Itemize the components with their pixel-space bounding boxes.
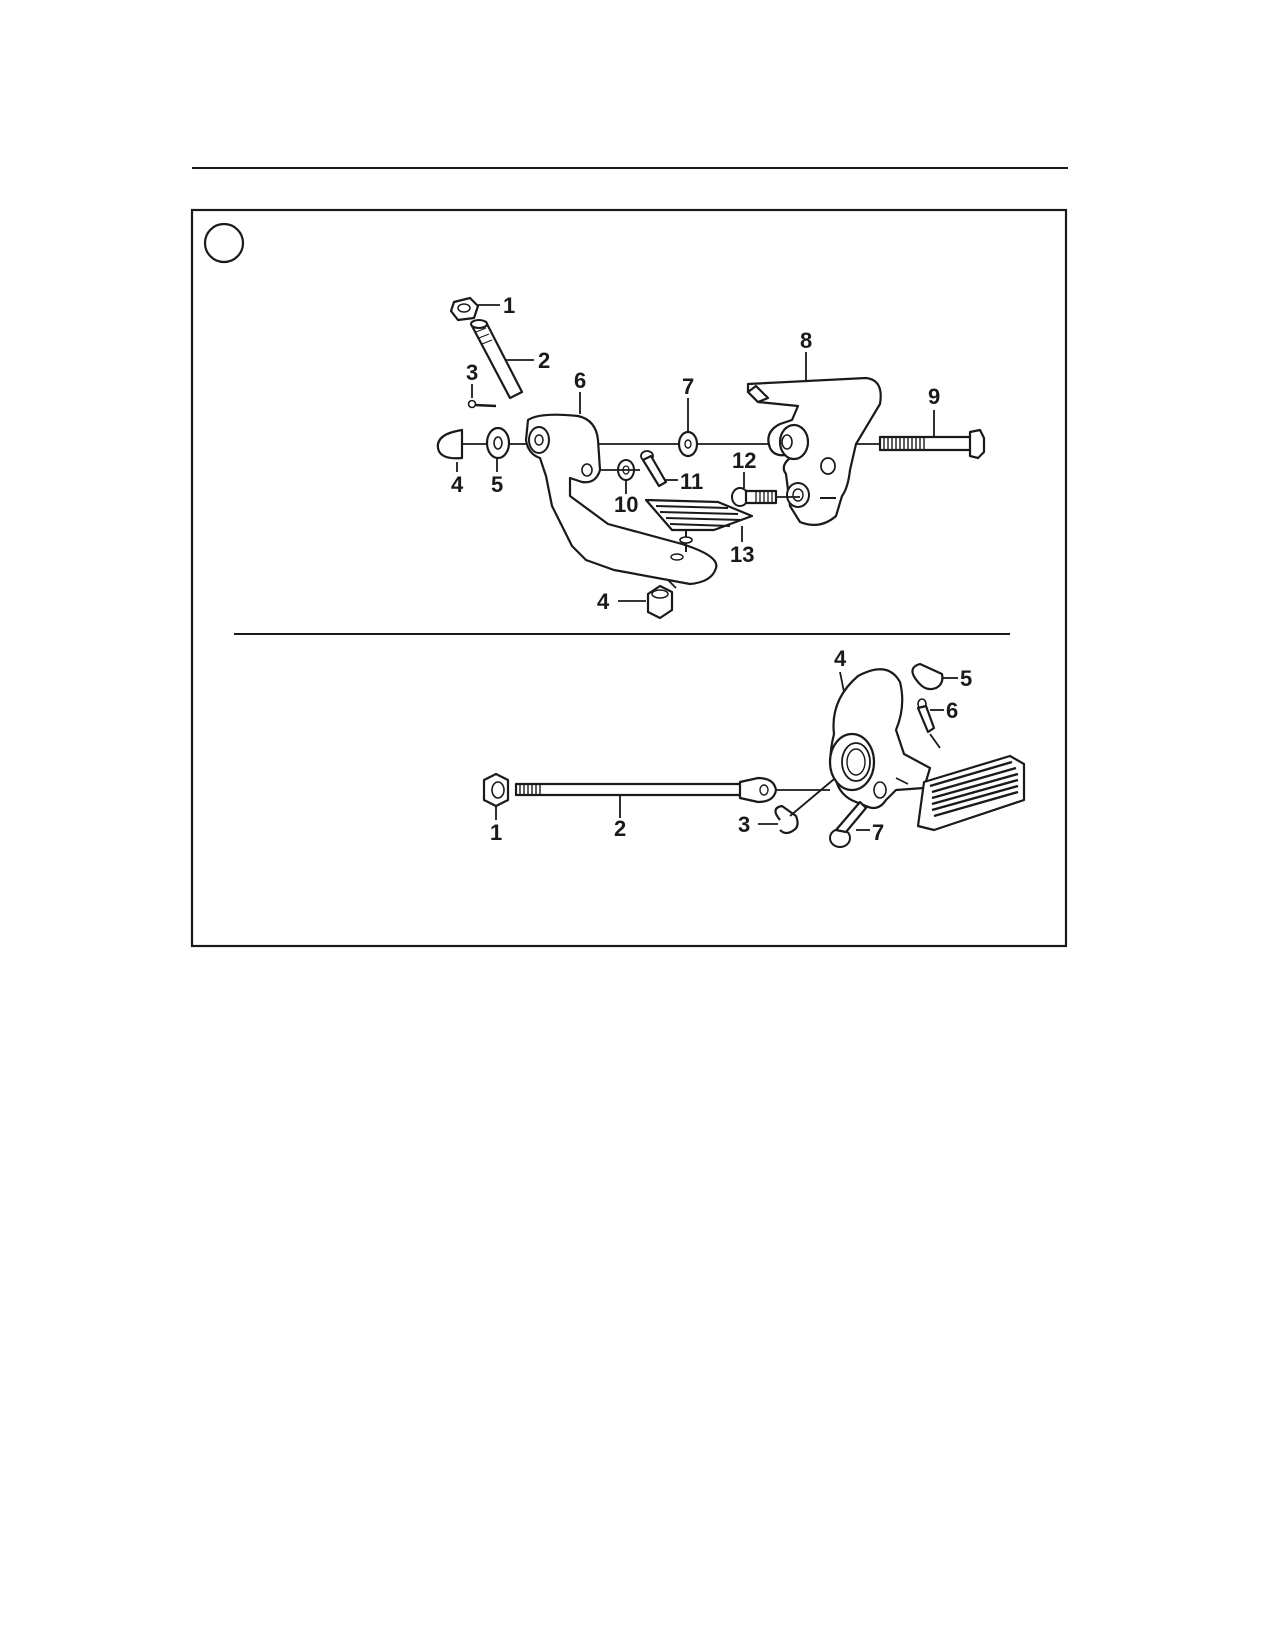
callout-upper-2: 2	[538, 348, 550, 373]
callout-lower-5: 5	[960, 666, 972, 691]
callout-lower-6: 6	[946, 698, 958, 723]
upper-part-4-nut	[646, 584, 674, 620]
lower-part-2-rod	[514, 776, 778, 804]
leader-upper-4-nut-axis	[667, 579, 677, 589]
lower-assembly: 1 2 3 4 5 6 7	[482, 646, 1026, 848]
callout-upper-13: 13	[730, 542, 754, 567]
upper-part-7-bushing	[677, 430, 699, 458]
callout-lower-7: 7	[872, 820, 884, 845]
lower-part-5-clip	[911, 662, 944, 691]
callout-lower-4: 4	[834, 646, 847, 671]
figure-frame	[190, 208, 1068, 948]
upper-part-9-bolt	[878, 428, 986, 460]
callout-lower-2: 2	[614, 816, 626, 841]
upper-part-12-bolt	[731, 487, 778, 507]
callout-upper-12: 12	[732, 448, 756, 473]
callout-upper-5: 5	[491, 472, 503, 497]
upper-part-1-nut	[449, 296, 480, 322]
figure-badge	[203, 222, 245, 264]
lower-part-4-pedal	[828, 668, 1026, 832]
upper-part-5-washer	[485, 426, 511, 460]
callout-upper-9: 9	[928, 384, 940, 409]
upper-part-8-bracket	[746, 376, 882, 527]
callout-upper-3: 3	[466, 360, 478, 385]
lower-part-7-pin	[829, 800, 868, 848]
lower-part-6-pin	[916, 698, 936, 734]
lower-part-1-nut	[482, 772, 510, 808]
lower-part-3-clip	[774, 804, 799, 835]
callout-upper-8: 8	[800, 328, 812, 353]
callout-upper-10: 10	[614, 492, 638, 517]
upper-part-2-bolt	[470, 319, 524, 400]
callout-lower-3: 3	[738, 812, 750, 837]
callout-lower-1: 1	[490, 820, 502, 845]
upper-part-6-lever	[524, 413, 718, 586]
upper-part-13-pad	[644, 498, 754, 552]
upper-part-11-pin	[640, 450, 668, 488]
leader-lower-6-axis	[929, 733, 941, 749]
upper-part-3-pin	[467, 399, 497, 409]
callout-upper-6: 6	[574, 368, 586, 393]
callout-upper-1: 1	[503, 293, 515, 318]
upper-part-4-cap	[436, 428, 464, 460]
callout-upper-11: 11	[680, 469, 703, 494]
callout-upper-4: 4	[451, 472, 464, 497]
callout-upper-4b: 4	[597, 589, 610, 614]
leader-lower-4	[839, 671, 845, 693]
callout-upper-7: 7	[682, 374, 694, 399]
upper-assembly: 1 2 3 4 5 6 7 8 9 10 11 12 13 4	[436, 293, 986, 620]
